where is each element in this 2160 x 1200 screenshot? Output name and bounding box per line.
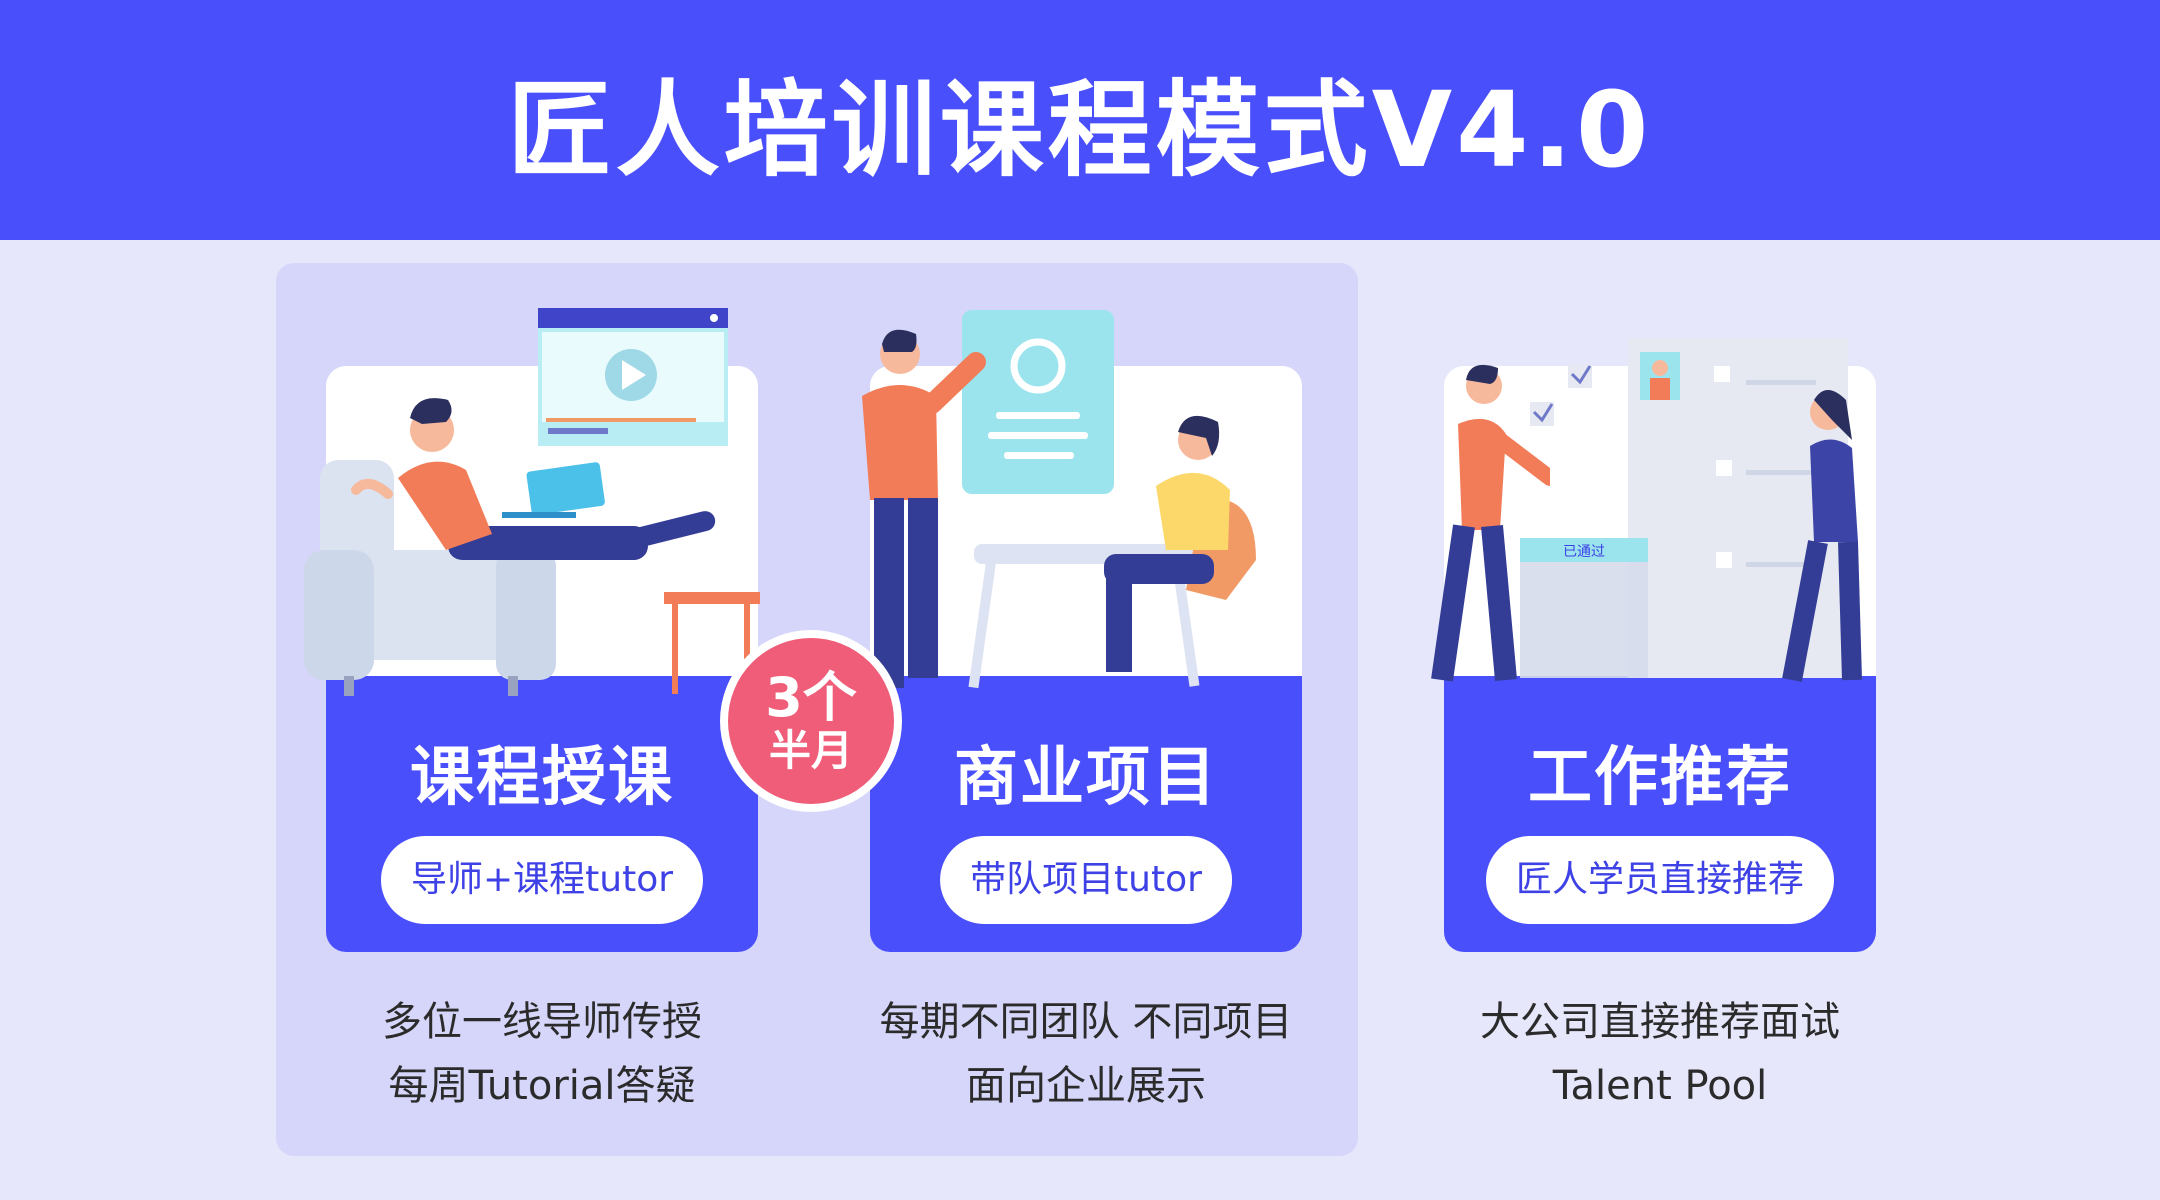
card-title: 工作推荐 [1528, 741, 1792, 815]
recommendation-illustration: 已通过 [1431, 338, 1862, 682]
card-business-project: 商业项目 带队项目tutor [870, 366, 1302, 952]
page-title: 匠人培训课程模式V4.0 [507, 68, 1653, 191]
description-line: 多位一线导师传授 [382, 999, 702, 1045]
video-player-icon [538, 308, 728, 446]
presentation-illustration [862, 310, 1256, 689]
header-banner: 匠人培训课程模式V4.0 [0, 0, 2160, 240]
card-tag-pill: 匠人学员直接推荐 [1485, 836, 1835, 924]
card-tag-pill: 导师+课程tutor [380, 836, 704, 924]
duration-badge: 3个 半月 [720, 630, 902, 812]
box-label: 已通过 [1563, 544, 1605, 560]
badge-line-2: 半月 [768, 725, 853, 775]
badge-line-1: 3个 [765, 666, 857, 730]
description-line: Talent Pool [1552, 1063, 1768, 1109]
card-title: 商业项目 [954, 741, 1218, 815]
document-board-icon [962, 310, 1114, 494]
description-line: 每期不同团队 不同项目 [879, 999, 1293, 1045]
card-title: 课程授课 [410, 741, 674, 815]
description-line: 大公司直接推荐面试 [1480, 999, 1840, 1045]
checkmark-icon [1568, 364, 1592, 388]
card-job-recommendation: 工作推荐 匠人学员直接推荐 [1444, 366, 1876, 952]
card-description: 每期不同团队 不同项目 面向企业展示 [826, 990, 1346, 1118]
description-line: 面向企业展示 [966, 1063, 1206, 1109]
description-line: 每周Tutorial答疑 [388, 1063, 696, 1109]
card-description: 多位一线导师传授 每周Tutorial答疑 [282, 990, 802, 1118]
card-description: 大公司直接推荐面试 Talent Pool [1400, 990, 1920, 1118]
card-tag-pill: 带队项目tutor [940, 836, 1232, 924]
checkmark-icon [1530, 402, 1554, 426]
sofa-laptop-illustration [304, 308, 760, 696]
